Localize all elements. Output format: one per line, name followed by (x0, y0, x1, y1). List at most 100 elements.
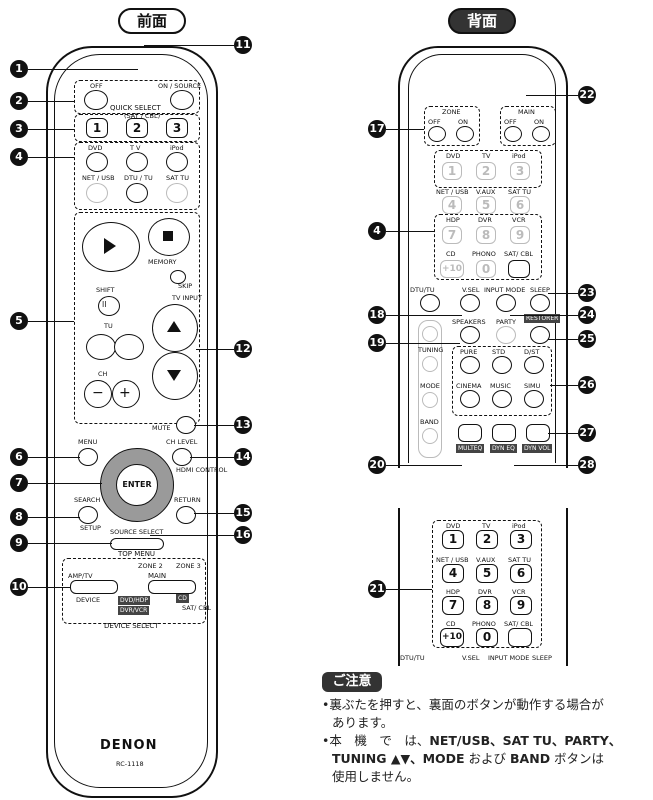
back-num-0[interactable]: 0 (476, 260, 496, 278)
main-group (500, 106, 556, 146)
back-num-5[interactable]: 5 (476, 196, 496, 214)
zone-off-label: OFF (428, 118, 441, 126)
back-party-button[interactable] (496, 326, 516, 344)
lower-num-6[interactable]: 6 (510, 564, 532, 583)
off-button[interactable] (84, 90, 108, 110)
dtu-tu-button[interactable] (126, 183, 148, 203)
back-restorer-button[interactable] (530, 326, 550, 344)
back-num-1[interactable]: 1 (442, 162, 462, 180)
sat-tu-button[interactable] (166, 183, 188, 203)
back-sleep-button[interactable] (530, 294, 550, 312)
lower-num-8[interactable]: 8 (476, 596, 498, 615)
mute-button[interactable] (176, 416, 196, 434)
lower-num-5[interactable]: 5 (476, 564, 498, 583)
back-num-6[interactable]: 6 (510, 196, 530, 214)
source-select-button[interactable] (110, 538, 164, 550)
lower-num-3[interactable]: 3 (510, 530, 532, 549)
band-button[interactable] (422, 428, 438, 444)
volume-up-icon (167, 321, 181, 332)
lower-num-2[interactable]: 2 (476, 530, 498, 549)
lower-vcr-label: VCR (512, 588, 526, 596)
net-usb-button[interactable] (86, 183, 108, 203)
leader-2 (28, 101, 74, 103)
dyn-eq-button[interactable] (492, 424, 516, 442)
dvd-button[interactable] (86, 152, 108, 172)
back-num-4[interactable]: 4 (442, 196, 462, 214)
lower-num-9[interactable]: 9 (510, 596, 532, 615)
lower-num-0[interactable]: 0 (476, 628, 498, 647)
back-sat-cbl-button[interactable] (508, 260, 530, 278)
ch-plus-button[interactable] (112, 380, 140, 408)
return-button[interactable] (176, 506, 196, 524)
skip-button[interactable] (170, 270, 186, 284)
music-button[interactable] (492, 390, 512, 408)
pure-button[interactable] (460, 356, 480, 374)
pure-label: PURE (460, 348, 478, 356)
rewind-button[interactable] (86, 334, 116, 360)
back-num-7[interactable]: 7 (442, 226, 462, 244)
back-num-plus10[interactable]: +10 (440, 260, 464, 278)
back-speakers-button[interactable] (460, 326, 480, 344)
dyn-vol-button[interactable] (526, 424, 550, 442)
cinema-button[interactable] (460, 390, 480, 408)
back-vsel-button[interactable] (460, 294, 480, 312)
ch-label: CH (98, 370, 108, 378)
std-button[interactable] (492, 356, 512, 374)
search-button[interactable] (78, 506, 98, 524)
lower-num-1[interactable]: 1 (442, 530, 464, 549)
back-num-8[interactable]: 8 (476, 226, 496, 244)
device-label: DEVICE (76, 596, 101, 604)
back-num-2[interactable]: 2 (476, 162, 496, 180)
leader-14 (190, 457, 234, 459)
mode-button[interactable] (422, 392, 438, 408)
tuning-up-button[interactable] (422, 326, 438, 342)
dvd-label: DVD (88, 144, 103, 152)
tuning-down-button[interactable] (422, 356, 438, 372)
quick-select-3[interactable]: 3 (166, 118, 188, 138)
back-party-label: PARTY (496, 318, 516, 326)
dyn-eq-chip: DYN EQ (490, 444, 517, 453)
ch-level-button[interactable] (172, 448, 192, 466)
lower-num-7[interactable]: 7 (442, 596, 464, 615)
multeq-button[interactable] (458, 424, 482, 442)
zone-off-button[interactable] (428, 126, 446, 142)
quick-select-1[interactable]: 1 (86, 118, 108, 138)
callout-21: 21 (368, 580, 386, 598)
ch-minus-button[interactable] (84, 380, 112, 408)
callout-16: 16 (234, 526, 252, 544)
menu-button[interactable] (78, 448, 98, 466)
leader-3 (28, 129, 74, 131)
dst-button[interactable] (524, 356, 544, 374)
callout-26: 26 (578, 376, 596, 394)
on-source-button[interactable] (170, 90, 194, 110)
lower-num-4[interactable]: 4 (442, 564, 464, 583)
lower-sat-cbl-button[interactable] (508, 628, 532, 647)
simu-button[interactable] (524, 390, 544, 408)
leader-21 (386, 589, 432, 591)
tv-button[interactable] (126, 152, 148, 172)
lower-num-plus10[interactable]: +10 (440, 628, 464, 647)
amp-tv-switch[interactable] (70, 580, 118, 594)
main-off-button[interactable] (504, 126, 522, 142)
ch-level-label: CH LEVEL (166, 438, 198, 446)
back-input-mode-button[interactable] (496, 294, 516, 312)
back-num-3[interactable]: 3 (510, 162, 530, 180)
leader-10 (28, 587, 70, 589)
quick-select-2[interactable]: 2 (126, 118, 148, 138)
zone-on-button[interactable] (456, 126, 474, 142)
zone-switch[interactable] (148, 580, 196, 594)
back-ipod-label: iPod (512, 152, 526, 160)
back-dtu-tu-button[interactable] (420, 294, 440, 312)
notice-line2: •本 機 で は、NET/USB、SAT TU、PARTY、 (322, 732, 642, 750)
back-num-9[interactable]: 9 (510, 226, 530, 244)
leader-15 (194, 513, 234, 515)
enter-button[interactable]: ENTER (116, 464, 158, 506)
callout-1: 1 (10, 60, 28, 78)
leader-20 (386, 465, 462, 467)
pause-button[interactable] (98, 296, 120, 316)
forward-button[interactable] (114, 334, 144, 360)
main-on-button[interactable] (532, 126, 550, 142)
back-vaux-label: V.AUX (476, 188, 496, 196)
lower-vaux-label: V.AUX (476, 556, 496, 564)
ipod-button[interactable] (166, 152, 188, 172)
